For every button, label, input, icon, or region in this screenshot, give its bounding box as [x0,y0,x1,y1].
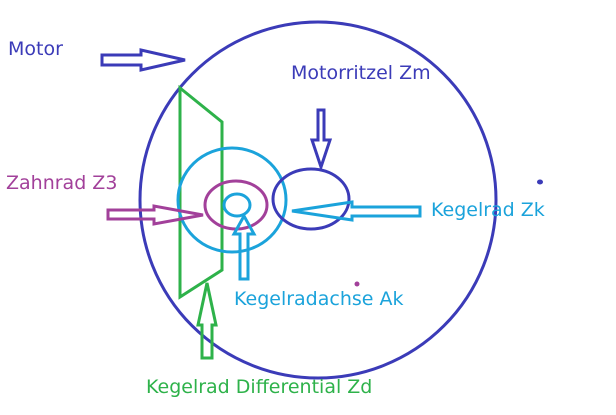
motor-circle [138,20,498,380]
gear-z3-outer-ring [176,146,288,254]
kegelrad-zk-arrow [291,200,422,222]
dot-purple [354,281,360,287]
gear-z3 [203,179,269,231]
label-motorritzel: Motorritzel Zm [291,62,431,84]
kegelradachse-arrow [231,212,257,281]
label-kegelradachse: Kegelradachse Ak [234,288,404,310]
motor-pinion [271,167,351,231]
motorritzel-arrow [309,108,333,172]
dot-blue [537,179,543,185]
differential-bevel-gear [178,84,224,300]
bevel-gear-axle [222,192,252,218]
label-motor: Motor [8,38,63,60]
label-kegelrad-zk: Kegelrad Zk [431,199,545,221]
label-zahnrad: Zahnrad Z3 [6,172,117,194]
motor-arrow [100,48,186,72]
differential-arrow [196,282,218,360]
label-kegelrad-differential: Kegelrad Differential Zd [146,376,372,398]
zahnrad-arrow [106,204,204,226]
